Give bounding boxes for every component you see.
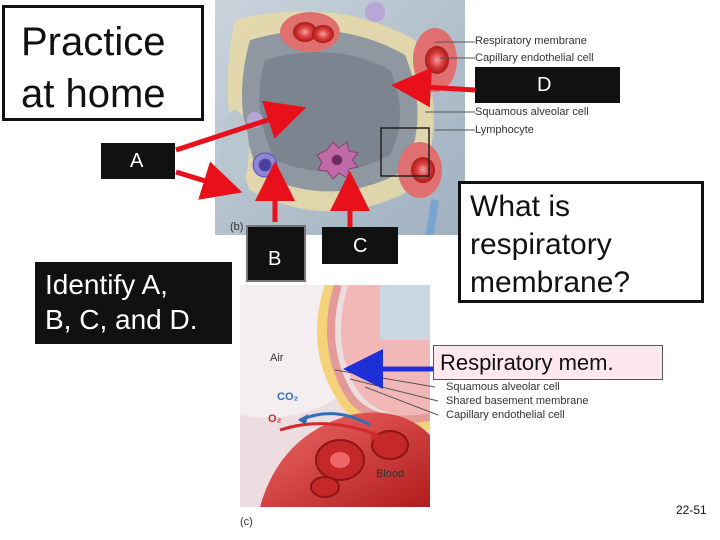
identify-line-1: Identify A,: [45, 268, 168, 302]
arrow-d: [406, 86, 475, 90]
question-line-1: What is: [470, 188, 570, 226]
identify-box: Identify A, B, C, and D.: [35, 262, 232, 344]
title-box: Practice at home: [2, 5, 204, 121]
marker-a-label: A: [130, 150, 143, 173]
title-line-2: at home: [21, 72, 166, 116]
respiratory-question-box: What is respiratory membrane?: [458, 181, 704, 303]
title-line-1: Practice: [21, 20, 166, 64]
answer-box: Respiratory mem.: [433, 345, 663, 380]
identify-line-2: B, C, and D.: [45, 303, 198, 337]
question-line-2: respiratory: [470, 226, 612, 264]
slide-number: 22-51: [676, 503, 707, 517]
marker-c-label: C: [353, 235, 367, 258]
marker-d-label: D: [537, 74, 551, 97]
arrow-a-lower: [176, 172, 228, 188]
marker-b-label: B: [268, 248, 281, 271]
answer-label: Respiratory mem.: [440, 350, 614, 376]
question-line-3: membrane?: [470, 264, 630, 302]
